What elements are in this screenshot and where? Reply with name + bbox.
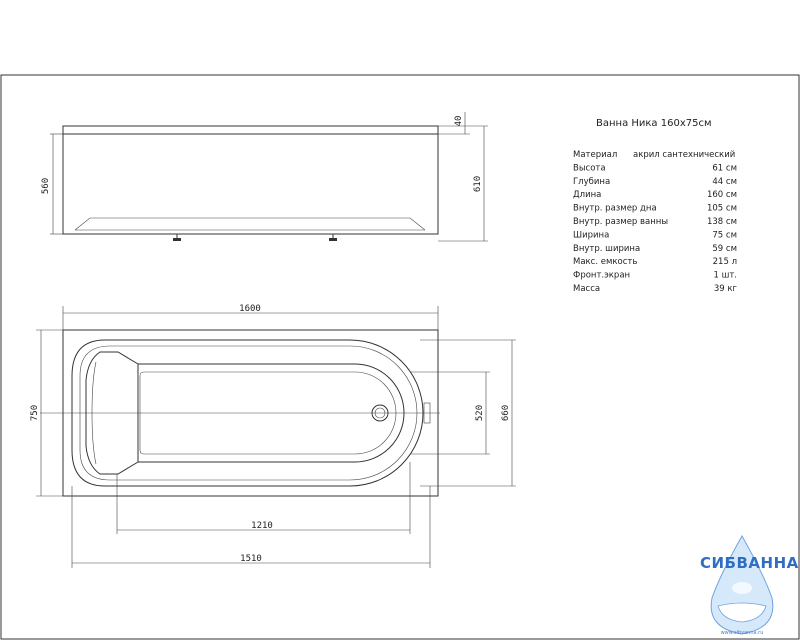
dim-side-top-rim: 40 [454, 116, 464, 127]
brand-logo: СИБВАННА www.sibvanna.ru [700, 534, 799, 636]
spec-label: Внутр. размер ванны [573, 217, 668, 227]
spec-value: 44 см [712, 177, 737, 187]
spec-label: Длина [573, 190, 601, 200]
spec-label: Внутр. размер дна [573, 204, 657, 214]
spec-label: Материал [573, 150, 617, 160]
top-view-basin [71, 339, 424, 487]
dim-top-width-outer: 660 [501, 405, 511, 421]
dim-top-length-total: 1600 [239, 304, 261, 314]
dim-top-inner-length: 1510 [240, 554, 262, 564]
spec-label: Высота [573, 163, 606, 173]
side-view-leg-right [329, 234, 337, 241]
side-view-rim [62, 125, 439, 135]
drawing-frame [0, 74, 800, 640]
spec-value: акрил сантехнический [633, 150, 735, 160]
dim-top-inner-width: 520 [475, 405, 485, 421]
spec-value: 59 см [712, 244, 737, 254]
spec-label: Макс. емкость [573, 257, 637, 267]
spec-label: Глубина [573, 177, 610, 187]
top-view-bottom [137, 363, 405, 463]
water-drop-icon [710, 534, 774, 635]
spec-value: 215 л [713, 257, 737, 267]
spec-label: Масса [573, 284, 600, 294]
brand-name: СИБВАННА [700, 554, 799, 572]
spec-label: Ширина [573, 230, 609, 240]
spec-value: 138 см [707, 217, 737, 227]
brand-url: www.sibvanna.ru [721, 630, 764, 636]
spec-value: 105 см [707, 204, 737, 214]
spec-value: 1 шт. [713, 271, 737, 281]
spec-label: Внутр. ширина [573, 244, 640, 254]
drawing-title: Ванна Ника 160х75см [596, 118, 712, 129]
side-view: 560 40 610 [41, 112, 488, 242]
top-view: 1600 750 520 660 1210 1510 [30, 304, 516, 568]
side-view-leg-left [173, 234, 181, 241]
dim-top-inner-bottom-length: 1210 [251, 521, 273, 531]
spec-value: 160 см [707, 190, 737, 200]
dim-side-height-left: 560 [41, 178, 51, 194]
spec-value: 75 см [712, 230, 737, 240]
side-view-body [62, 133, 439, 235]
top-view-headrest [85, 351, 139, 475]
dim-side-height-right: 610 [473, 176, 483, 192]
spec-value: 39 кг [714, 284, 738, 294]
spec-value: 61 см [712, 163, 737, 173]
dim-top-width-total: 750 [30, 405, 40, 421]
spec-label: Фронт.экран [573, 271, 630, 281]
